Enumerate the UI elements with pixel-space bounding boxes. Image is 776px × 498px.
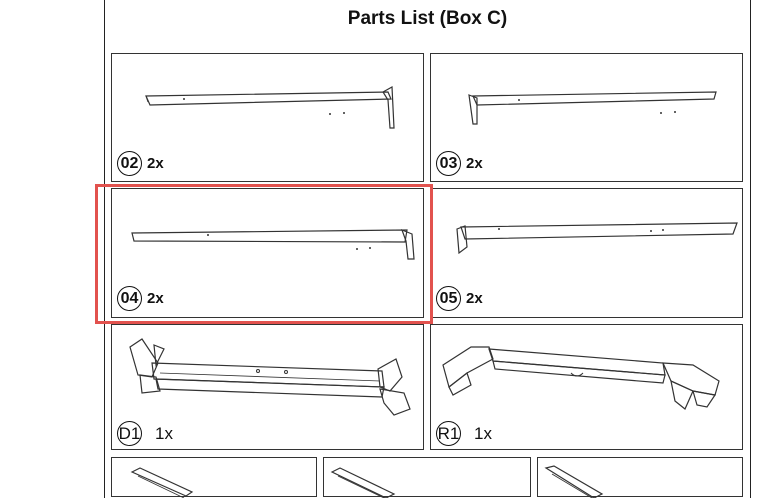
- part-02-drawing: [145, 86, 395, 129]
- part-cell-partial-3: [537, 457, 743, 498]
- part-partial-2-drawing: [330, 467, 396, 498]
- part-label-02: 02 2x: [117, 151, 164, 176]
- part-04-drawing: [131, 228, 415, 260]
- part-cell-partial-1: [111, 457, 317, 498]
- part-qty-05: 2x: [466, 290, 483, 307]
- part-code-05: 05: [436, 286, 461, 311]
- part-qty-02: 2x: [147, 155, 164, 172]
- part-partial-3-drawing: [544, 465, 604, 498]
- part-cell-partial-2: [323, 457, 531, 498]
- part-code-04: 04: [117, 286, 142, 311]
- part-qty-03: 2x: [466, 155, 483, 172]
- part-label-r1: R1 1x: [436, 421, 492, 446]
- highlight-box-part-04: [95, 184, 433, 324]
- part-05-drawing: [456, 222, 738, 255]
- part-cell-d1: D1 1x: [111, 324, 424, 450]
- part-cell-02: 02 2x: [111, 53, 424, 182]
- part-03-drawing: [468, 91, 717, 125]
- part-code-d1: D1: [117, 421, 142, 446]
- part-code-03: 03: [436, 151, 461, 176]
- part-code-r1: R1: [436, 421, 461, 446]
- part-r1-drawing: [442, 346, 720, 410]
- part-cell-r1: R1 1x: [430, 324, 743, 450]
- part-label-03: 03 2x: [436, 151, 483, 176]
- part-cell-05: 05 2x: [430, 188, 743, 318]
- part-d1-drawing: [129, 338, 411, 416]
- part-label-d1: D1 1x: [117, 421, 173, 446]
- part-qty-r1: 1x: [474, 423, 492, 443]
- part-label-04: 04 2x: [117, 286, 164, 311]
- part-qty-04: 2x: [147, 290, 164, 307]
- part-cell-04: 04 2x: [111, 188, 424, 318]
- part-partial-1-drawing: [130, 467, 194, 498]
- part-label-05: 05 2x: [436, 286, 483, 311]
- part-cell-03: 03 2x: [430, 53, 743, 182]
- sheet-frame: [104, 0, 751, 498]
- part-code-02: 02: [117, 151, 142, 176]
- part-qty-d1: 1x: [155, 423, 173, 443]
- page-title: Parts List (Box C): [347, 8, 508, 29]
